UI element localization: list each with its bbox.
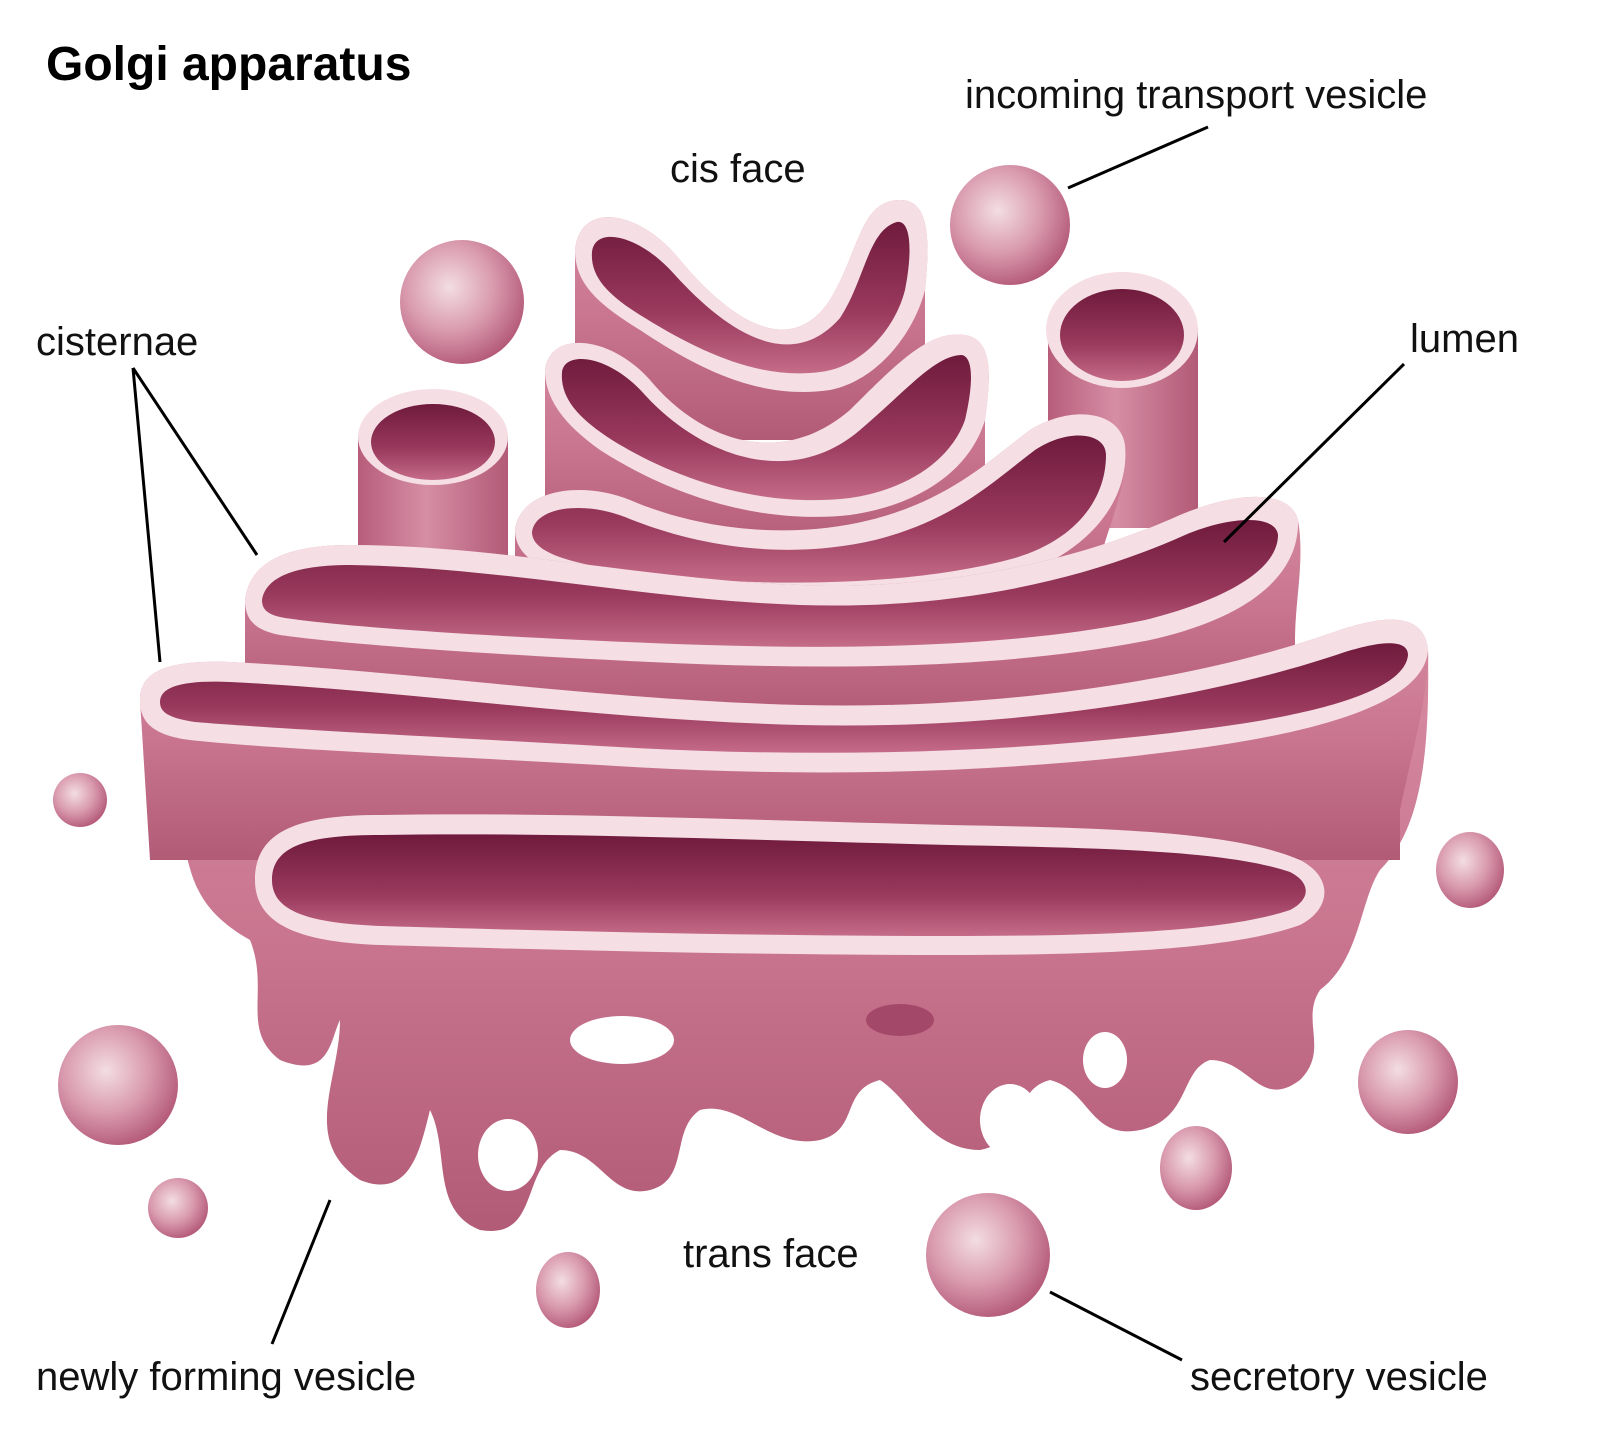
- incoming-transport-vesicle: [950, 165, 1070, 285]
- base-hole-2: [866, 1004, 934, 1036]
- leader-cisternae-a: [133, 368, 160, 662]
- vesicle-bottom-left-small: [148, 1178, 208, 1238]
- diagram-title: Golgi apparatus: [46, 38, 411, 91]
- label-newly-forming-vesicle: newly forming vesicle: [36, 1355, 416, 1399]
- label-cisternae: cisternae: [36, 320, 198, 364]
- leader-secretory-vesicle: [1050, 1292, 1182, 1360]
- secretory-vesicle: [926, 1193, 1050, 1317]
- leader-lumen: [1224, 364, 1404, 542]
- base-loop-1: [478, 1119, 538, 1191]
- vesicle-bottom-center-left: [536, 1252, 600, 1328]
- label-incoming-transport-vesicle: incoming transport vesicle: [965, 73, 1427, 117]
- leader-incoming-transport-vesicle: [1068, 127, 1208, 188]
- base-loop-right: [1365, 905, 1405, 965]
- vesicle-left-small: [53, 773, 107, 827]
- vesicle-left-large: [58, 1025, 178, 1145]
- vesicle-right-upper: [1436, 832, 1504, 908]
- label-cis-face: cis face: [670, 147, 806, 191]
- vesicle-right-large: [1358, 1030, 1458, 1134]
- base-hole-1: [570, 1016, 674, 1064]
- vesicle-top-left: [400, 240, 524, 364]
- label-trans-face: trans face: [683, 1232, 859, 1276]
- cisterna-trans: [255, 814, 1324, 955]
- label-lumen: lumen: [1410, 317, 1519, 361]
- leader-cisternae-b: [133, 368, 257, 555]
- base-loop-3: [1083, 1032, 1127, 1088]
- label-secretory-vesicle: secretory vesicle: [1190, 1355, 1488, 1399]
- leader-newly-forming-vesicle: [272, 1200, 330, 1344]
- base-loop-2: [980, 1084, 1040, 1156]
- vesicle-bottom-right-small: [1160, 1126, 1232, 1210]
- golgi-body: [140, 200, 1428, 1231]
